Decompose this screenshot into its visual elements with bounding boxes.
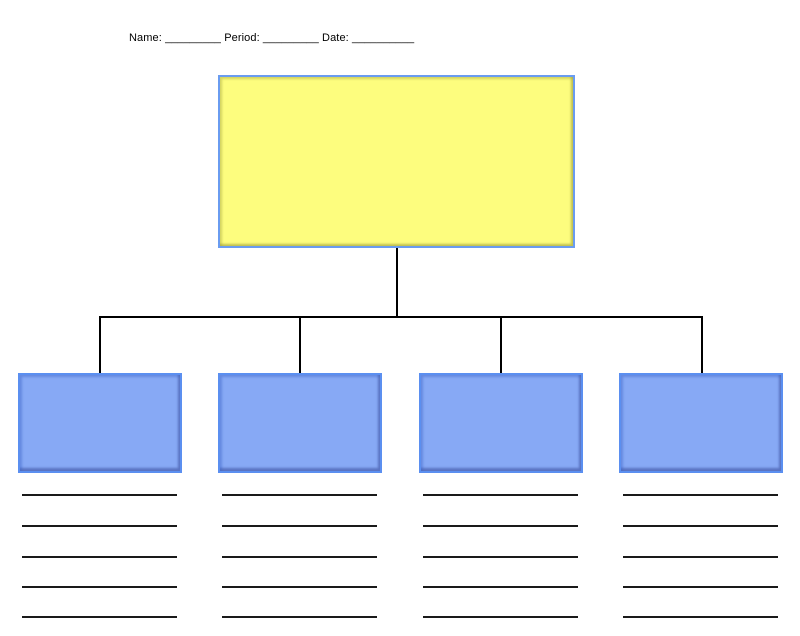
date-label: Date: — [322, 32, 349, 44]
detail-box-3[interactable] — [419, 373, 583, 473]
writing-line[interactable] — [22, 586, 177, 588]
writing-line[interactable] — [222, 616, 377, 618]
connector-drop-2 — [299, 316, 301, 373]
detail-box-2[interactable] — [218, 373, 382, 473]
writing-line[interactable] — [222, 556, 377, 558]
header-fields: Name: _________ Period: _________ Date: … — [129, 32, 414, 44]
writing-line[interactable] — [222, 586, 377, 588]
period-label: Period: — [224, 32, 260, 44]
writing-line[interactable] — [423, 556, 578, 558]
detail-box-4[interactable] — [619, 373, 783, 473]
name-blank[interactable]: _________ — [165, 32, 222, 44]
writing-line[interactable] — [22, 616, 177, 618]
writing-line[interactable] — [623, 494, 778, 496]
writing-line[interactable] — [623, 525, 778, 527]
writing-line[interactable] — [222, 494, 377, 496]
date-blank[interactable]: __________ — [351, 32, 415, 44]
writing-line[interactable] — [423, 586, 578, 588]
connector-horizontal — [99, 316, 703, 318]
writing-line[interactable] — [22, 525, 177, 527]
period-blank[interactable]: _________ — [262, 32, 319, 44]
writing-line[interactable] — [423, 525, 578, 527]
writing-line[interactable] — [222, 525, 377, 527]
connector-drop-4 — [701, 316, 703, 373]
main-idea-box[interactable] — [218, 75, 575, 248]
writing-line[interactable] — [423, 494, 578, 496]
detail-box-1[interactable] — [18, 373, 182, 473]
writing-line[interactable] — [623, 556, 778, 558]
main-connector-vertical — [396, 248, 398, 318]
writing-line[interactable] — [623, 616, 778, 618]
name-label: Name: — [129, 32, 162, 44]
writing-line[interactable] — [22, 556, 177, 558]
connector-drop-1 — [99, 316, 101, 373]
writing-line[interactable] — [22, 494, 177, 496]
writing-line[interactable] — [623, 586, 778, 588]
writing-line[interactable] — [423, 616, 578, 618]
connector-drop-3 — [500, 316, 502, 373]
